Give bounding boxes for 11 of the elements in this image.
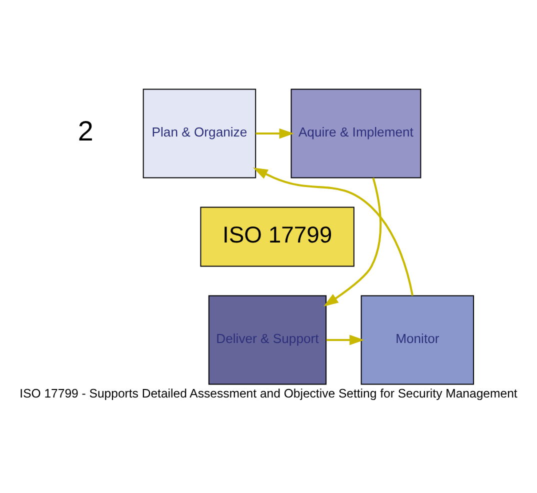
arrow [252, 167, 414, 296]
node-box: Monitor [360, 294, 474, 384]
arrow [256, 128, 294, 138]
node-box: Aquire & Implement [290, 88, 422, 178]
caption: ISO 17799 - Supports Detailed Assessment and Objective Setting for Security Management [20, 386, 518, 400]
node-box: Deliver & Support [208, 294, 327, 384]
node-box: Plan & Organize [142, 88, 256, 178]
arrow [324, 177, 382, 306]
label: 2 [78, 115, 94, 146]
node-box: ISO 17799 [200, 206, 354, 266]
arrow [326, 334, 364, 345]
